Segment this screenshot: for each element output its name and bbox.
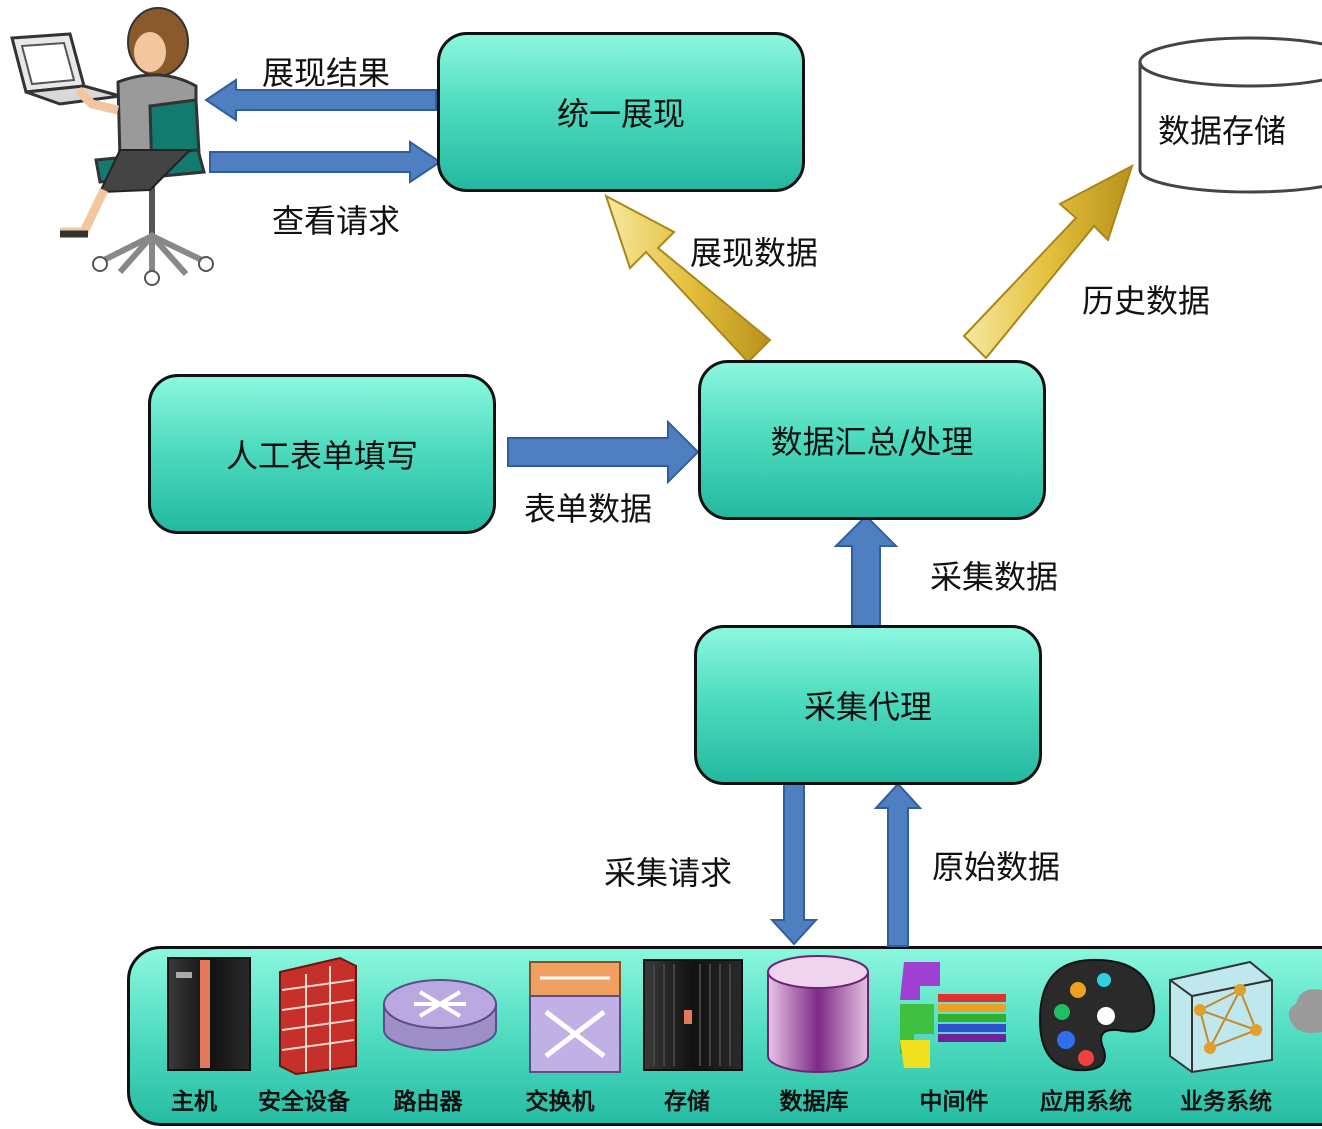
user-at-computer-icon: [10, 7, 214, 286]
arrow-raw-data: [873, 782, 923, 947]
arrow-collect-request: [769, 783, 819, 946]
device-label-database: 数据库: [779, 1089, 849, 1115]
data-storage-label: 数据存储: [1158, 112, 1287, 150]
manual-form-box: 人工表单填写: [148, 374, 496, 534]
device-label-switch: 交换机: [525, 1089, 595, 1115]
device-label-router: 路由器: [393, 1089, 463, 1115]
arrow-collected-data: [833, 514, 899, 627]
history-data-label: 历史数据: [1082, 282, 1211, 320]
data-processing-label: 数据汇总/处理: [770, 423, 974, 461]
data-processing-box: 数据汇总/处理: [698, 360, 1046, 520]
view-request-label: 查看请求: [272, 202, 401, 240]
switch-icon: [529, 961, 621, 1073]
data-storage-cylinder-icon: [1138, 36, 1322, 194]
form-data-label: 表单数据: [524, 490, 653, 528]
device-label-storage: 存储: [664, 1089, 710, 1115]
network-cube-icon: [1169, 960, 1273, 1074]
storage-rack-icon: [643, 959, 743, 1071]
middleware-icon: [900, 962, 1006, 1068]
collected-data-label: 采集数据: [930, 558, 1059, 596]
arrow-history-data: [962, 163, 1134, 360]
firewall-icon: [279, 956, 357, 1076]
arrow-view-request: [209, 140, 442, 184]
manual-form-label: 人工表单填写: [225, 437, 418, 475]
device-label-mainframe: 主机: [171, 1089, 217, 1115]
collect-request-label: 采集请求: [604, 854, 733, 892]
unified-display-label: 统一展现: [556, 95, 685, 133]
device-label-security: 安全设备: [258, 1089, 350, 1115]
display-data-label: 展现数据: [690, 234, 819, 272]
raw-data-label: 原始数据: [932, 848, 1061, 886]
mainframe-icon: [167, 957, 251, 1071]
arrow-form-data: [507, 419, 700, 485]
show-result-label: 展现结果: [262, 54, 391, 92]
database-icon: [767, 955, 869, 1073]
palette-icon: [1038, 958, 1156, 1072]
router-icon: [383, 979, 497, 1051]
collection-agent-label: 采集代理: [803, 688, 932, 726]
collection-agent-box: 采集代理: [694, 625, 1042, 785]
arrow-show-result: [204, 78, 437, 122]
cloud-icon-partial: [1288, 989, 1322, 1033]
unified-display-box: 统一展现: [437, 32, 805, 192]
device-label-application: 应用系统: [1040, 1089, 1132, 1115]
arrow-display-data: [604, 193, 772, 364]
device-label-middleware: 中间件: [919, 1089, 989, 1115]
device-label-business: 业务系统: [1180, 1089, 1272, 1115]
